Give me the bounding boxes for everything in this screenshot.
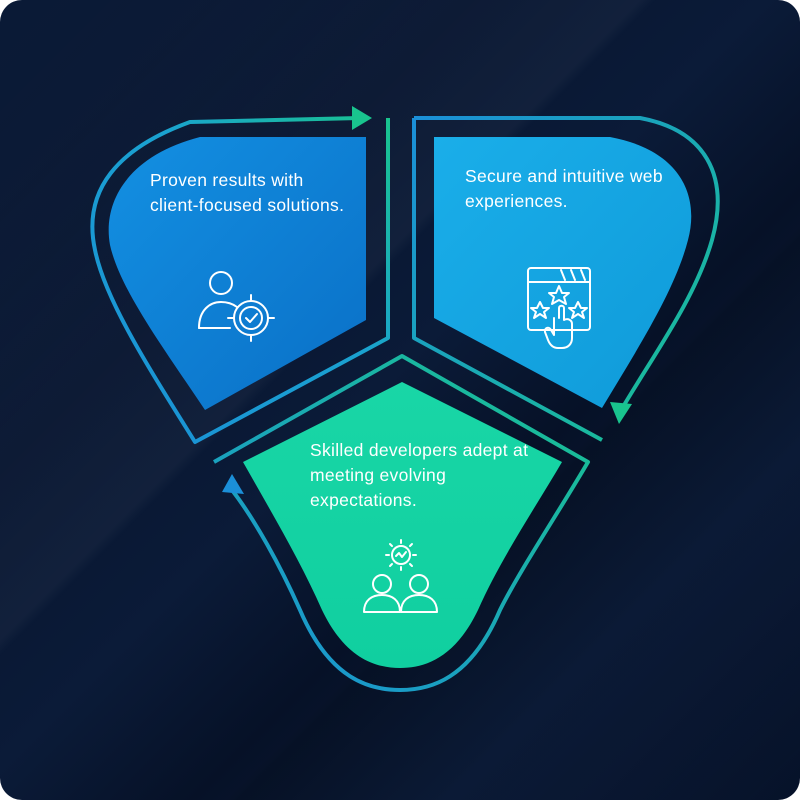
segment-left-text: Proven results with client-focused solut… xyxy=(150,170,345,215)
segment-bottom xyxy=(213,354,590,692)
segment-left xyxy=(90,106,390,444)
team-gear-icon xyxy=(363,539,438,613)
segment-right-outline xyxy=(412,116,720,442)
segment-left-outline xyxy=(90,116,390,444)
arrow-head-left xyxy=(222,474,244,494)
segment-right-text: Secure and intuitive web experiences. xyxy=(465,166,663,211)
arrow-head-top xyxy=(352,106,372,130)
segment-bottom-outline xyxy=(213,354,590,692)
segment-bottom-shape xyxy=(243,382,562,668)
segment-left-shape xyxy=(108,137,367,410)
user-target-icon xyxy=(198,271,275,342)
arrow-head-right xyxy=(610,402,632,424)
rating-click-icon xyxy=(527,267,591,349)
segment-bottom-text: Skilled developers adept at meeting evol… xyxy=(310,440,529,510)
